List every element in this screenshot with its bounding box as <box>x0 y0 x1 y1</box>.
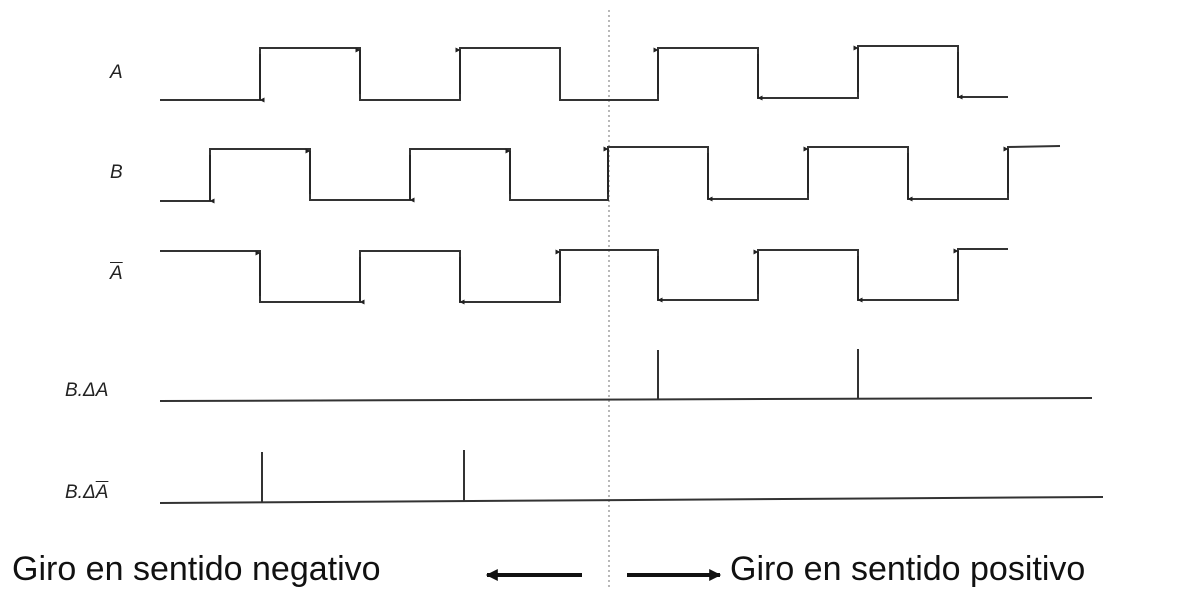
signal-a-bar-waveform <box>160 248 1008 303</box>
signal-a-bar-edge-arrows <box>255 248 959 305</box>
signal-b-delta-a-bar-waveform <box>159 450 1104 504</box>
signal-label-a: A <box>110 62 123 83</box>
caption-negative-direction: Giro en sentido negativo <box>12 550 381 588</box>
signal-b-waveform <box>160 145 1061 202</box>
caption-positive-direction: Giro en sentido positivo <box>730 550 1086 588</box>
signal-label-b: B <box>110 162 123 183</box>
signal-label-a-bar: A <box>110 263 123 284</box>
signal-b-delta-a-waveform <box>159 349 1093 402</box>
signal-a-waveform <box>160 45 1008 101</box>
signal-a-edge-arrows <box>259 45 963 103</box>
signal-label-b-delta-a-bar: B.ΔA <box>65 482 109 503</box>
signal-b-edge-arrows <box>209 146 1009 204</box>
signal-label-b-delta-a: B.ΔA <box>65 380 109 401</box>
